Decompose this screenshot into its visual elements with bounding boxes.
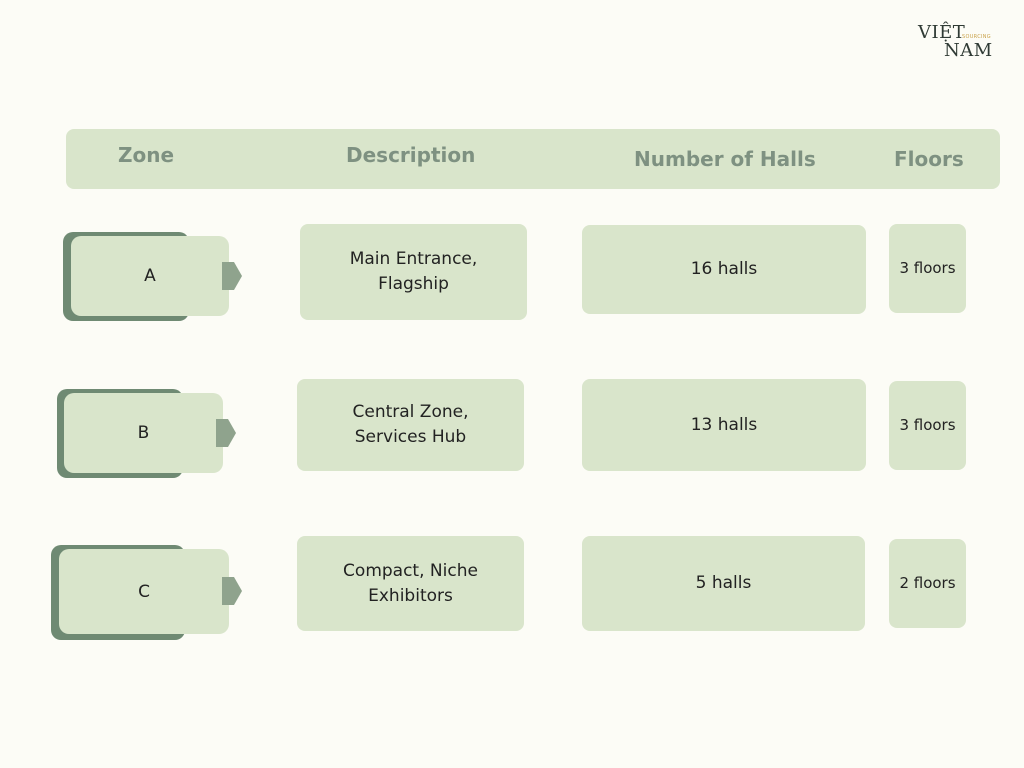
floors-text: 3 floors <box>899 416 956 434</box>
description-text: Main Entrance, Flagship <box>349 249 478 294</box>
brand-logo-line2: NAM <box>944 40 993 61</box>
floors-text: 3 floors <box>899 259 956 277</box>
halls-text: 16 halls <box>690 259 758 279</box>
header-zone: Zone <box>118 143 175 167</box>
floors-cell: 2 floors <box>889 539 966 628</box>
floors-text: 2 floors <box>899 574 956 592</box>
halls-cell: 13 halls <box>582 379 866 471</box>
table-header <box>66 129 1000 189</box>
header-floors: Floors <box>894 147 964 171</box>
description-cell: Central Zone, Services Hub <box>297 379 524 471</box>
zone-badge: B <box>64 393 223 473</box>
floors-cell: 3 floors <box>889 224 966 313</box>
description-text: Compact, Niche Exhibitors <box>343 560 478 606</box>
arrow-right-icon <box>216 419 236 447</box>
halls-cell: 16 halls <box>582 225 866 314</box>
header-number-of-halls: Number of Halls <box>634 147 816 171</box>
header-description: Description <box>346 143 476 167</box>
halls-text: 13 halls <box>690 414 758 435</box>
brand-logo-line1: VIỆT <box>918 22 966 43</box>
halls-cell: 5 halls <box>582 536 865 631</box>
zone-badge: C <box>59 549 229 634</box>
description-text: Central Zone, Services Hub <box>352 402 469 447</box>
description-cell: Compact, Niche Exhibitors <box>297 536 524 631</box>
description-cell: Main Entrance, Flagship <box>300 224 527 320</box>
brand-logo-tag: SOURCING <box>962 34 991 40</box>
arrow-right-icon <box>222 577 242 605</box>
brand-logo: VIỆT SOURCING NAM <box>916 20 996 66</box>
zone-badge: A <box>71 236 229 316</box>
arrow-right-icon <box>222 262 242 290</box>
floors-cell: 3 floors <box>889 381 966 470</box>
halls-text: 5 halls <box>695 573 752 593</box>
